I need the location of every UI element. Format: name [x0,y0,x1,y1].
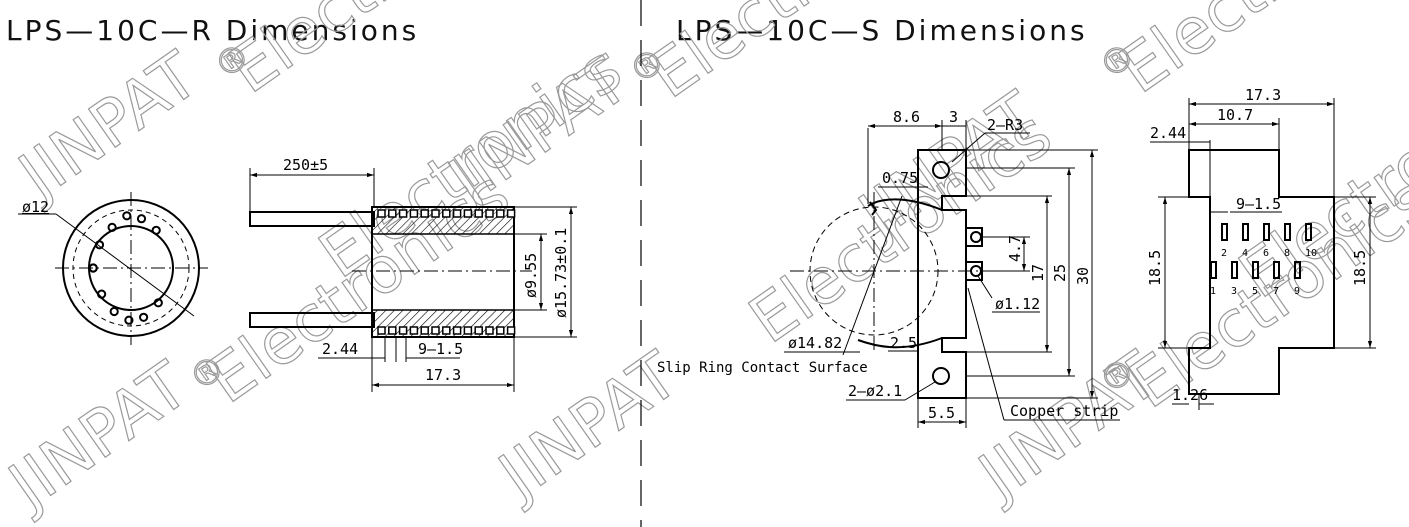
slip-ring [420,209,429,218]
dim-outer-diameter: ø12 [22,198,49,216]
pin-number: 1 [1210,286,1216,297]
dim-body-length: 17.3 [425,366,461,384]
slip-ring [506,209,516,218]
dim-2-5: 2.5 [890,334,917,352]
slip-ring [398,209,408,218]
pin-number: 3 [1231,286,1237,297]
pin-hole [94,240,105,250]
slip-ring [442,209,451,218]
dim-bore-diameter: ø9.55 [522,253,540,298]
dim-3: 3 [949,108,958,126]
pin-number: 8 [1284,248,1290,259]
dim-pitch: 9—1.5 [1236,195,1281,213]
dim-5-5: 5.5 [928,404,955,422]
dim-height-right: 18.5 [1351,250,1369,286]
pin [1252,261,1259,279]
front-view: 8.6 3 2—R3 0.75 4.7 17 25 30 ø1.12 ø14.8… [657,108,1120,428]
slip-ring [474,326,483,335]
pin-hole [124,315,134,325]
slip-ring [496,326,505,335]
callout-copper-strip: Copper strip [1010,402,1118,420]
right-title: LPS—10C—S Dimensions [676,14,1088,47]
slip-ring [409,209,419,218]
pin-hole [122,211,132,221]
slip-ring [377,326,386,335]
pin-number: 4 [1242,248,1248,259]
slip-ring [496,209,505,218]
slip-ring [485,209,494,218]
dim-body-diameter: ø15.73±0.1 [552,228,570,318]
dim-pin-hole: ø1.12 [995,295,1040,313]
left-title: LPS—10C—R Dimensions [6,14,420,47]
pin [1305,223,1312,241]
pin [1242,223,1249,241]
dim-4-7: 4.7 [1006,235,1024,262]
pin [1210,261,1217,279]
pin-hole [107,222,117,232]
slip-ring [506,326,516,335]
pin-number: 2 [1221,248,1227,259]
slip-ring [377,209,386,218]
slip-ring [452,326,462,335]
pin-hole [109,306,119,317]
side-view: 17.3 10.7 2.44 9—1.5 2 4 6 8 10 1 3 5 7 9 18.5 18… [1146,86,1376,410]
dim-17: 17 [1029,264,1047,282]
slip-ring [388,209,397,218]
end-view: ø12 [18,192,208,345]
watermark-brand: JINPAT [3,38,212,215]
dim-ring-pitch: 9—1.5 [418,340,463,358]
pin-number: 9 [1294,286,1300,297]
pin-hole [97,289,107,299]
slip-ring [388,326,397,335]
dim-10-7: 10.7 [1217,106,1253,124]
pin-number: 10 [1305,248,1317,259]
dim-2-44: 2.44 [1150,124,1186,142]
dim-lead-length: 250±5 [283,156,328,174]
pin [1221,223,1228,241]
pin-hole [153,298,163,308]
slip-ring [431,326,440,335]
slip-ring [474,209,483,218]
dim-30: 30 [1074,267,1092,285]
pin-hole [136,214,147,224]
pin-hole [139,312,149,322]
slip-ring [485,326,494,335]
watermark-brand: JINPAT [0,348,202,525]
watermark-word: Electronics [737,97,1065,358]
pin-hole [88,263,98,273]
pin [1284,223,1291,241]
dim-17-3: 17.3 [1245,86,1281,104]
dim-25: 25 [1051,264,1069,282]
slip-ring [431,209,440,218]
slip-ring [409,326,419,335]
dim-height-left: 18.5 [1146,250,1164,286]
dim-1-26: 1.26 [1172,386,1208,404]
slip-ring [452,209,462,218]
dim-0-75: 0.75 [882,169,918,187]
dim-first-ring: 2.44 [322,340,358,358]
dim-contact-diameter: ø14.82 [788,334,842,352]
slip-ring [463,326,473,335]
pin-number: 6 [1263,248,1269,259]
slip-ring [398,326,408,335]
pin-hole [151,225,161,235]
pin-number: 7 [1273,286,1279,297]
pin-number: 5 [1252,286,1258,297]
slip-ring [442,326,451,335]
side-section-view: 250±5 ø9.55 ø15.73±0.1 2.44 9—1.5 17.3 [249,156,577,392]
watermark-word: Electronics [217,0,545,108]
watermark-word: Electronics [637,0,965,113]
slip-ring [463,209,473,218]
pin [1263,223,1270,241]
dim-8-6: 8.6 [893,108,920,126]
callout-contact-surface: Slip Ring Contact Surface [657,360,868,376]
slip-ring [420,326,429,335]
pin [1231,261,1238,279]
pin [1273,261,1280,279]
dim-mount-holes: 2—ø2.1 [848,382,902,400]
pin [1294,261,1301,279]
dim-mount-radius: 2—R3 [987,116,1023,134]
